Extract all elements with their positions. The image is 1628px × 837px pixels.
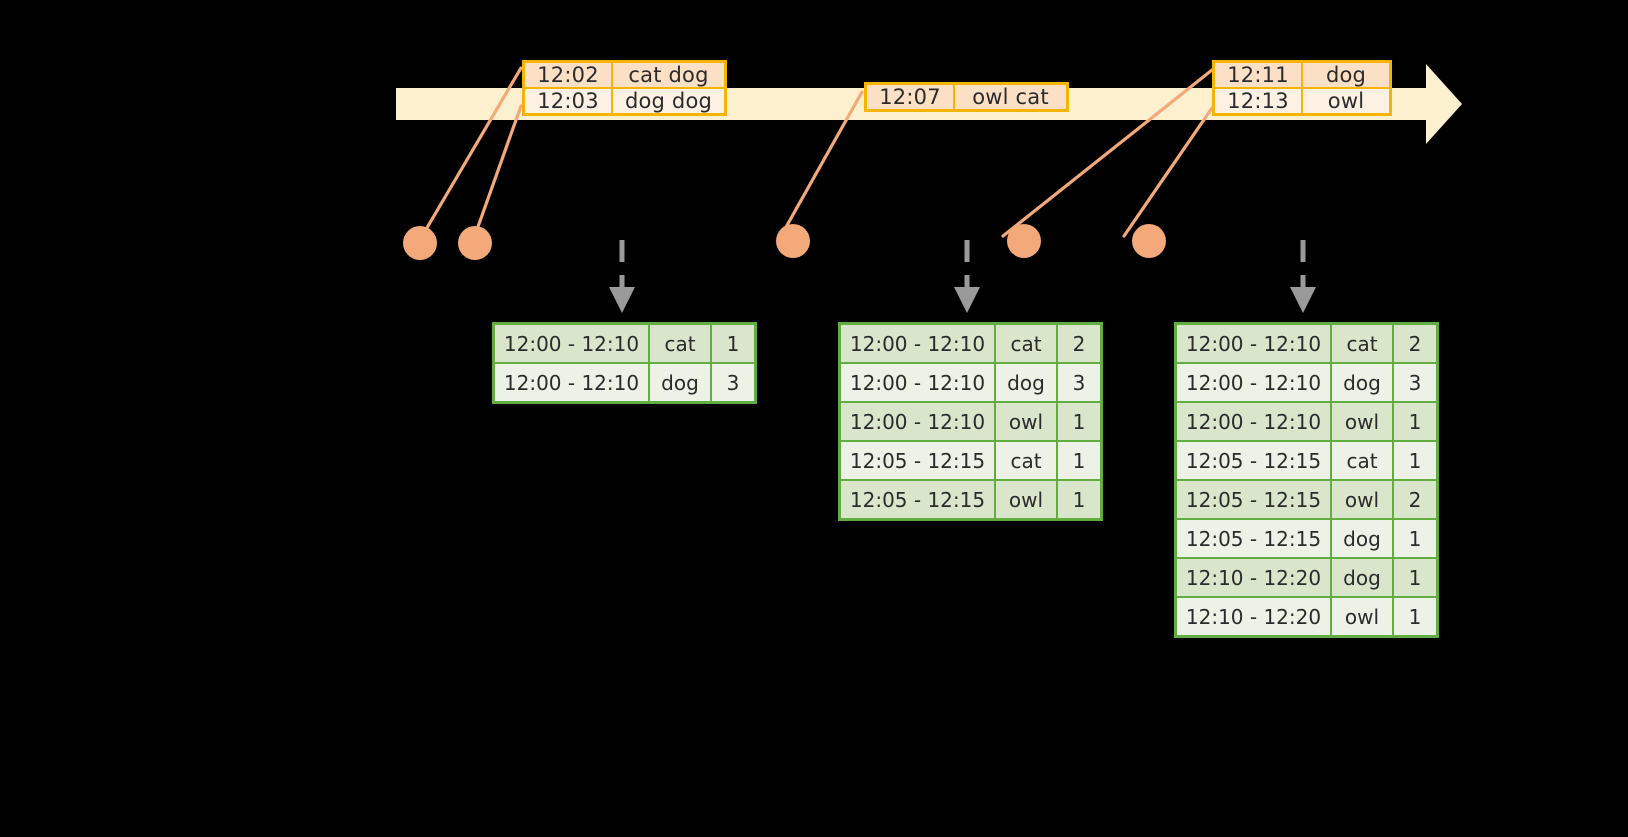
- cell-count: 1: [712, 325, 754, 362]
- cell-key: cat: [1332, 325, 1394, 362]
- table-row: 12:10 - 12:20 owl 1: [1177, 596, 1436, 635]
- cell-key: cat: [650, 325, 712, 362]
- cell-window: 12:00 - 12:10: [841, 325, 996, 362]
- cell-count: 3: [1058, 364, 1100, 401]
- table-row: 12:05 - 12:15 cat 1: [1177, 440, 1436, 479]
- cell-key: owl: [1332, 481, 1394, 518]
- cell-window: 12:00 - 12:10: [495, 364, 650, 401]
- cell-count: 2: [1394, 325, 1436, 362]
- cell-key: dog: [1332, 520, 1394, 557]
- cell-key: dog: [650, 364, 712, 401]
- cell-key: owl: [996, 403, 1058, 440]
- table-row: 12:00 - 12:10 cat 1: [495, 325, 754, 362]
- event-box-1: 12:02 cat dog 12:03 dog dog: [522, 60, 727, 116]
- cell-window: 12:00 - 12:10: [1177, 403, 1332, 440]
- table-row: 12:10 - 12:20 dog 1: [1177, 557, 1436, 596]
- event-time: 12:11: [1215, 63, 1303, 87]
- cell-key: cat: [996, 325, 1058, 362]
- table-row: 12:00 - 12:10 cat 2: [841, 325, 1100, 362]
- cell-window: 12:05 - 12:15: [841, 442, 996, 479]
- cell-count: 1: [1394, 598, 1436, 635]
- cell-key: dog: [996, 364, 1058, 401]
- cell-window: 12:00 - 12:10: [841, 364, 996, 401]
- result-table-2: 12:00 - 12:10 cat 2 12:00 - 12:10 dog 3 …: [838, 322, 1103, 521]
- table-row: 12:00 - 12:10 dog 3: [495, 362, 754, 401]
- dashed-arrows: [609, 240, 1316, 313]
- cell-window: 12:05 - 12:15: [1177, 442, 1332, 479]
- connector-dots: [403, 224, 1166, 260]
- event-row: 12:02 cat dog: [525, 63, 724, 87]
- connector-dot-5: [1132, 224, 1166, 258]
- table-row: 12:00 - 12:10 cat 2: [1177, 325, 1436, 362]
- event-words: owl cat: [955, 85, 1066, 109]
- cell-window: 12:05 - 12:15: [841, 481, 996, 518]
- cell-count: 1: [1058, 442, 1100, 479]
- cell-window: 12:10 - 12:20: [1177, 559, 1332, 596]
- cell-window: 12:00 - 12:10: [495, 325, 650, 362]
- cell-count: 2: [1058, 325, 1100, 362]
- cell-count: 2: [1394, 481, 1436, 518]
- table-row: 12:00 - 12:10 owl 1: [1177, 401, 1436, 440]
- cell-window: 12:00 - 12:10: [1177, 364, 1332, 401]
- cell-window: 12:00 - 12:10: [1177, 325, 1332, 362]
- event-words: cat dog: [613, 63, 724, 87]
- cell-count: 3: [712, 364, 754, 401]
- table-row: 12:05 - 12:15 dog 1: [1177, 518, 1436, 557]
- dashed-arrow-2: [954, 240, 980, 313]
- table-row: 12:05 - 12:15 owl 2: [1177, 479, 1436, 518]
- event-box-3: 12:11 dog 12:13 owl: [1212, 60, 1392, 116]
- table-row: 12:00 - 12:10 owl 1: [841, 401, 1100, 440]
- table-row: 12:00 - 12:10 dog 3: [1177, 362, 1436, 401]
- cell-count: 1: [1394, 403, 1436, 440]
- cell-count: 3: [1394, 364, 1436, 401]
- cell-key: dog: [1332, 364, 1394, 401]
- dashed-arrow-1: [609, 240, 635, 313]
- cell-key: owl: [1332, 598, 1394, 635]
- cell-window: 12:05 - 12:15: [1177, 481, 1332, 518]
- event-row: 12:13 owl: [1215, 87, 1389, 113]
- cell-key: dog: [1332, 559, 1394, 596]
- connector-dot-3: [776, 224, 810, 258]
- connector-dot-4: [1007, 224, 1041, 258]
- event-words: dog: [1303, 63, 1389, 87]
- cell-key: cat: [1332, 442, 1394, 479]
- event-words: owl: [1303, 89, 1389, 113]
- cell-key: cat: [996, 442, 1058, 479]
- event-time: 12:02: [525, 63, 613, 87]
- cell-count: 1: [1394, 442, 1436, 479]
- event-row: 12:03 dog dog: [525, 87, 724, 113]
- dashed-arrow-3: [1290, 240, 1316, 313]
- table-row: 12:05 - 12:15 cat 1: [841, 440, 1100, 479]
- event-time: 12:07: [867, 85, 955, 109]
- cell-window: 12:00 - 12:10: [841, 403, 996, 440]
- event-time: 12:03: [525, 89, 613, 113]
- cell-count: 1: [1058, 481, 1100, 518]
- cell-key: owl: [996, 481, 1058, 518]
- cell-window: 12:05 - 12:15: [1177, 520, 1332, 557]
- connector-dot-1: [403, 226, 437, 260]
- cell-count: 1: [1058, 403, 1100, 440]
- event-row: 12:11 dog: [1215, 63, 1389, 87]
- result-table-3: 12:00 - 12:10 cat 2 12:00 - 12:10 dog 3 …: [1174, 322, 1439, 638]
- table-row: 12:05 - 12:15 owl 1: [841, 479, 1100, 518]
- event-row: 12:07 owl cat: [867, 85, 1066, 109]
- event-time: 12:13: [1215, 89, 1303, 113]
- connector-dot-2: [458, 226, 492, 260]
- result-table-1: 12:00 - 12:10 cat 1 12:00 - 12:10 dog 3: [492, 322, 757, 404]
- cell-key: owl: [1332, 403, 1394, 440]
- connector-lines: [419, 66, 1214, 240]
- event-words: dog dog: [613, 89, 724, 113]
- cell-window: 12:10 - 12:20: [1177, 598, 1332, 635]
- event-box-2: 12:07 owl cat: [864, 82, 1069, 112]
- table-row: 12:00 - 12:10 dog 3: [841, 362, 1100, 401]
- cell-count: 1: [1394, 520, 1436, 557]
- cell-count: 1: [1394, 559, 1436, 596]
